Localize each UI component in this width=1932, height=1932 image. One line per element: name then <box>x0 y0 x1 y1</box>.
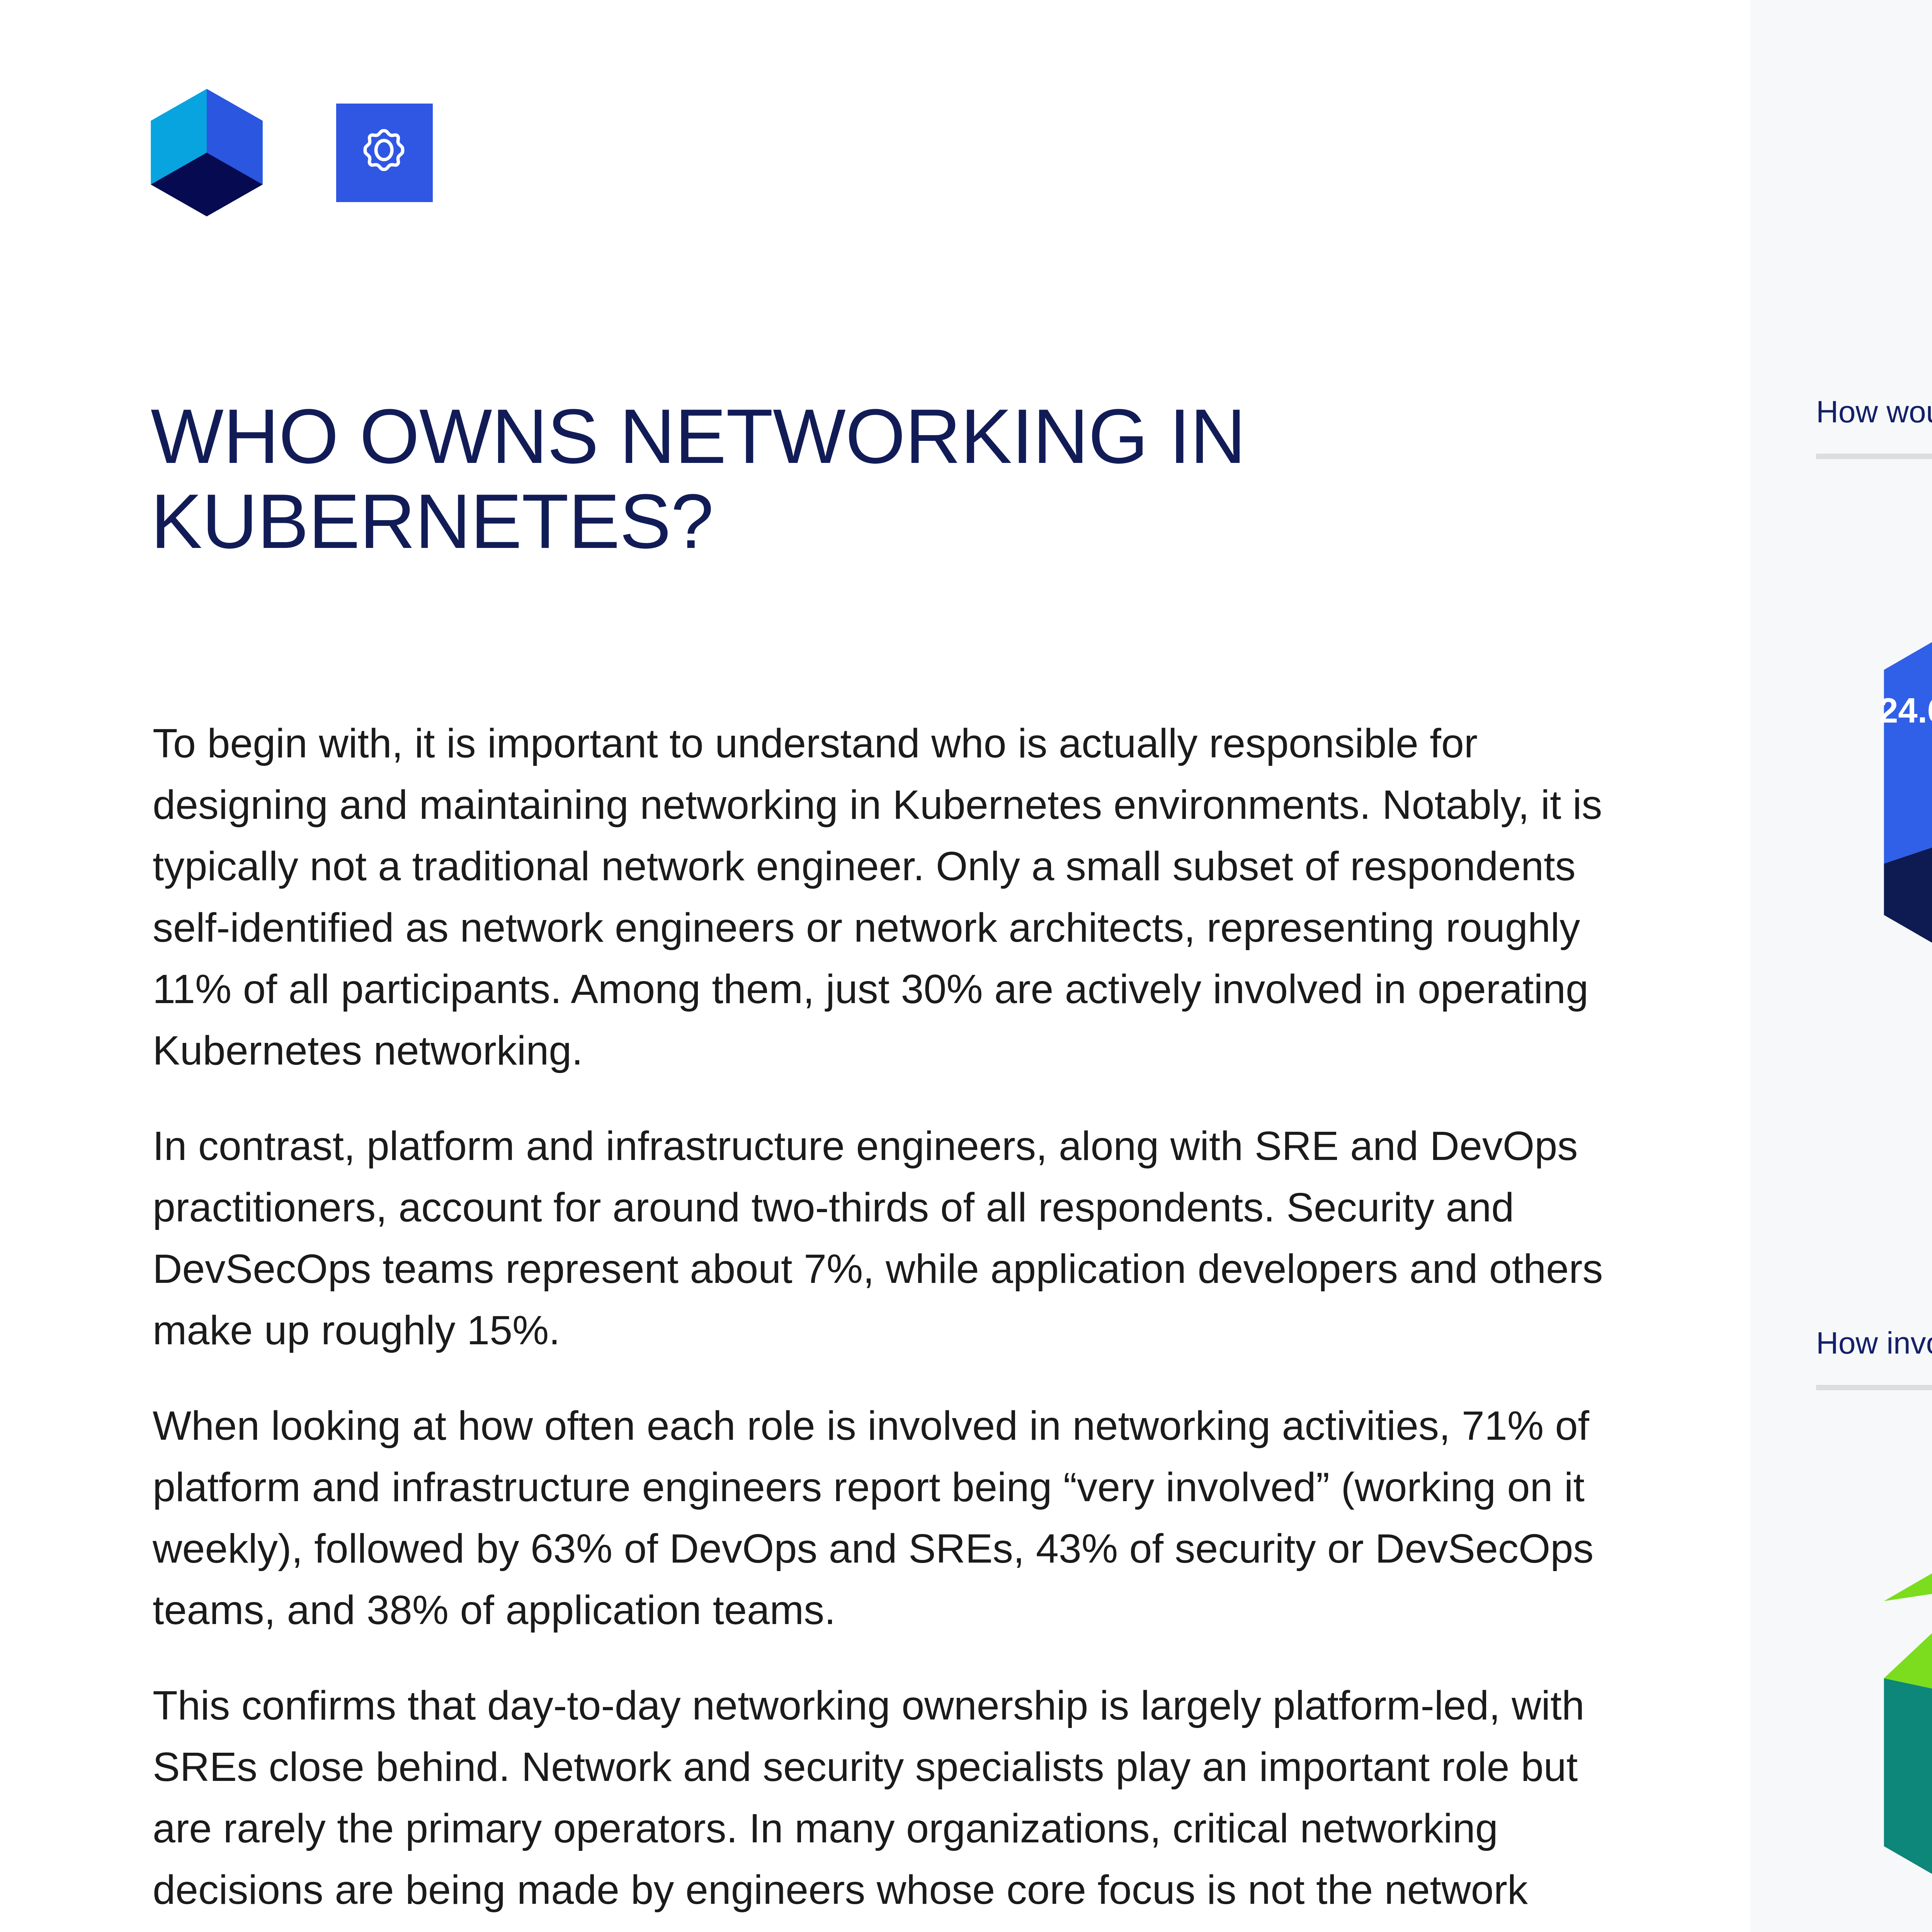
page-title: WHO OWNS NETWORKING IN KUBERNETES? <box>151 393 1246 565</box>
chart-question-role: How would you best describe your role? <box>1816 395 1932 429</box>
hexagon-segment[interactable] <box>1884 830 1932 1038</box>
chart-question-involvement: How involved are you in managing network… <box>1816 1326 1932 1360</box>
charts-column: State of Kubernetes Networking Report 20… <box>1750 0 1932 1932</box>
article-column: WHO OWNS NETWORKING IN KUBERNETES? To be… <box>151 89 1633 1932</box>
cube-hexagon-logo-icon <box>151 89 263 216</box>
paragraph-3: When looking at how often each role is i… <box>153 1403 1594 1633</box>
chart-block-involvement: How involved are you in managing network… <box>1816 1325 1932 1932</box>
chart-divider <box>1816 1385 1932 1390</box>
segment-value-label: 24.6% <box>1879 691 1932 730</box>
hexagon-segment[interactable] <box>1884 1678 1932 1932</box>
brand-lockup <box>151 89 433 216</box>
hexagon-donut-chart-role: 39.7%24.6%6.9%11.2%6.9%6%4.7% <box>1816 482 1932 1108</box>
paragraph-2: In contrast, platform and infrastructure… <box>153 1123 1603 1353</box>
hexagon-donut-chart-involvement: 56.7%31.6%8.7%3% <box>1816 1413 1932 1932</box>
article-body: To begin with, it is important to unders… <box>153 713 1633 1932</box>
gear-icon <box>336 103 433 202</box>
paragraph-4: This confirms that day-to-day networking… <box>153 1683 1585 1932</box>
paragraph-1: To begin with, it is important to unders… <box>153 721 1602 1073</box>
chart-divider <box>1816 454 1932 459</box>
hexagon-segment[interactable] <box>1884 1478 1932 1700</box>
hexagon-segment[interactable] <box>1884 590 1932 864</box>
chart-block-role: How would you best describe your role? 3… <box>1816 394 1932 1108</box>
